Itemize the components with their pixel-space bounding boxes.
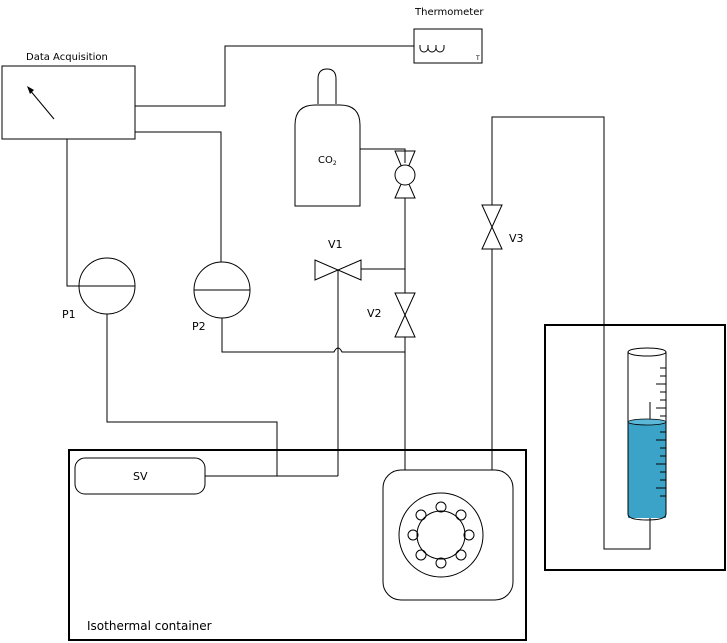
gas-subscript: 2: [333, 160, 337, 167]
valve-v3-label: V3: [509, 232, 524, 245]
valve-v1-label: V1: [328, 238, 343, 251]
gas-label: CO2: [318, 155, 337, 167]
pressure-gauge-p1: [78, 257, 136, 315]
gauge-p1-label: P1: [62, 308, 76, 321]
valve-v2-label: V2: [367, 307, 382, 320]
graduated-cylinder: [627, 347, 667, 521]
sv-label: SV: [133, 470, 148, 483]
thermometer-mark: T: [475, 55, 480, 62]
reactor-cell: [382, 469, 514, 601]
gauge-p2-label: P2: [192, 320, 206, 333]
thermometer: T: [413, 28, 483, 64]
data-acquisition-unit: [1, 65, 136, 140]
valve-v3: [481, 204, 503, 250]
isothermal-container: [68, 449, 527, 641]
pressure-gauge-p2: [193, 261, 251, 319]
thermometer-label: Thermometer: [414, 7, 484, 18]
valve-v2: [394, 292, 416, 338]
graduation-marks: [656, 367, 666, 497]
co2-cylinder: CO2: [294, 68, 361, 207]
pointer-arrowhead-icon: [27, 86, 34, 94]
valve-v1: [314, 259, 362, 281]
gas-formula: CO: [318, 155, 333, 166]
isothermal-label: Isothermal container: [87, 619, 212, 633]
liquid-level: [628, 422, 666, 518]
signal-wires: [66, 45, 414, 287]
measuring-cylinder-box: [544, 324, 726, 571]
data-acquisition-label: Data Acquisition: [26, 52, 108, 63]
